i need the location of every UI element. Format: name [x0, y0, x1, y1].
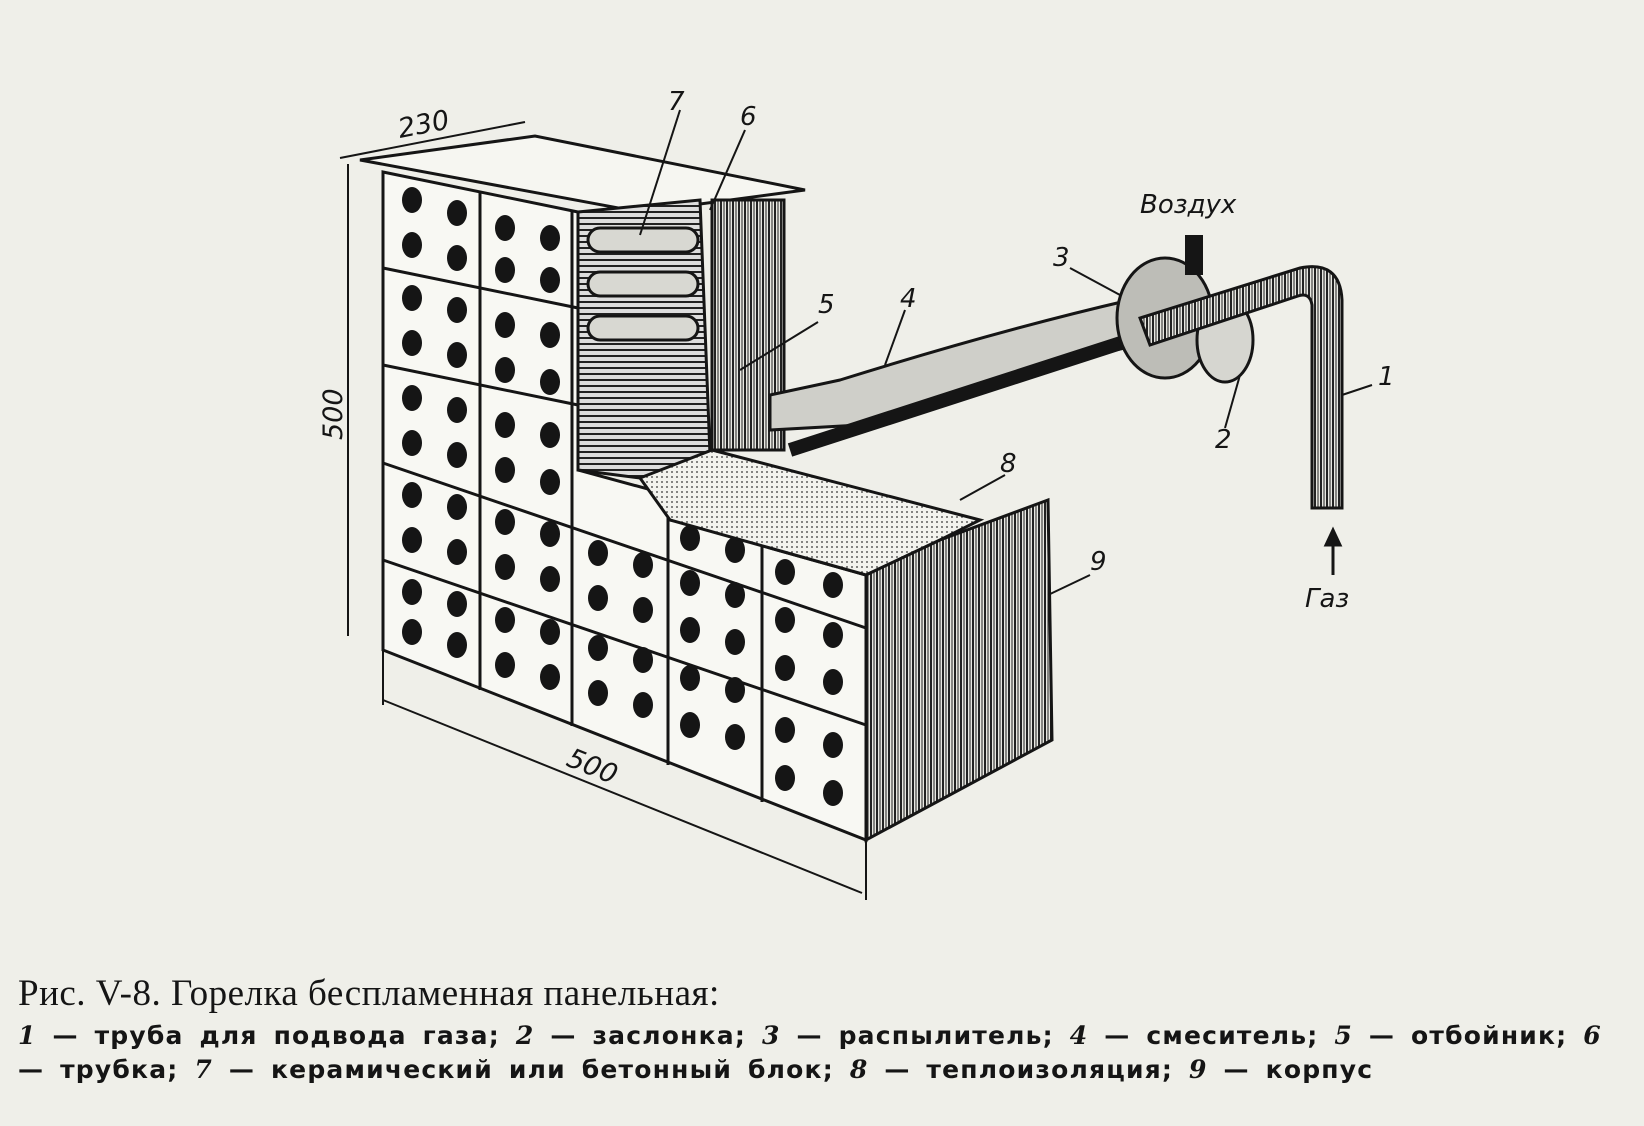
part-label-2: 2 — [1215, 425, 1232, 455]
legend-item: 1 — труба для подвода газа; — [18, 1021, 500, 1050]
figure-caption: Рис. V-8. Горелка беспламенная панельная… — [18, 972, 1628, 1087]
air-inlet — [1185, 235, 1203, 275]
part-label-4: 4 — [900, 284, 917, 314]
leader-lines — [639, 109, 1373, 596]
block-grid — [382, 192, 867, 802]
legend-item: 4 — смеситель; — [1069, 1021, 1319, 1050]
part-label-5: 5 — [818, 290, 835, 320]
burner-diagram: 230 500 500 — [318, 87, 1395, 900]
burner-tubes — [586, 226, 700, 342]
part-label-3: 3 — [1053, 243, 1070, 273]
panel-top — [359, 134, 806, 214]
legend-item: 6 — трубка; — [18, 1021, 1602, 1084]
caption-legend: 1 — труба для подвода газа; 2 — заслонка… — [18, 1019, 1628, 1087]
legend-item: 9 — корпус — [1189, 1055, 1374, 1084]
part-label-7: 7 — [668, 87, 685, 117]
block-holes — [402, 187, 843, 806]
air-label: Воздух — [1140, 190, 1237, 220]
part-label-9: 9 — [1090, 547, 1107, 577]
mixer-lower-pipe — [787, 333, 1133, 457]
gas-label: Газ — [1305, 584, 1349, 614]
dimension-height-label: 500 — [318, 388, 349, 440]
legend-item: 3 — распылитель; — [761, 1021, 1054, 1050]
dimension-lines — [339, 121, 867, 900]
caption-title: Рис. V-8. Горелка беспламенная панельная… — [18, 973, 720, 1014]
legend-item: 8 — теплоизоляция; — [849, 1055, 1174, 1084]
casing — [864, 497, 1054, 843]
part-label-6: 6 — [740, 102, 757, 132]
part-label-8: 8 — [1000, 449, 1017, 479]
gas-supply-pipe — [1138, 265, 1344, 510]
gas-arrow — [1323, 526, 1343, 575]
legend-item: 5 — отбойник; — [1334, 1021, 1568, 1050]
legend-item: 7 — керамический или бетонный блок; — [194, 1055, 834, 1084]
part-label-1: 1 — [1378, 362, 1395, 392]
legend-item: 2 — заслонка; — [515, 1021, 747, 1050]
